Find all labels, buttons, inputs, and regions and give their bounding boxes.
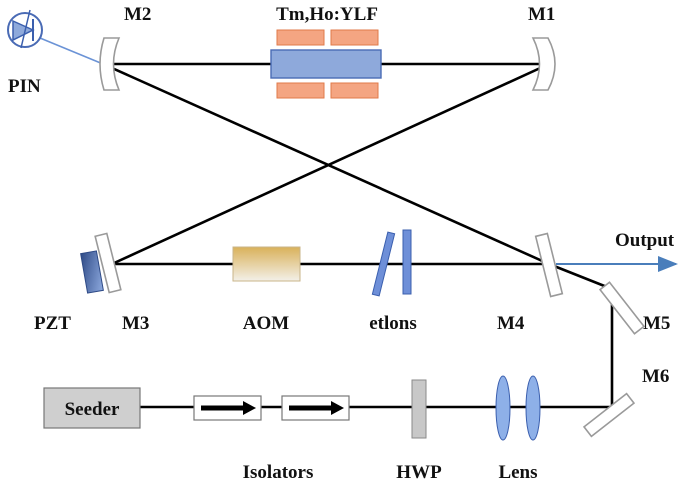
label-m5: M5 <box>643 313 670 334</box>
crystal-assembly <box>270 29 382 99</box>
label-m4: M4 <box>497 313 525 334</box>
label-output: Output <box>615 230 675 251</box>
pump-pad-top-right <box>330 29 379 46</box>
lens-1 <box>495 375 511 441</box>
pump-pad-top-left <box>276 29 325 46</box>
mirror-m1 <box>531 37 556 91</box>
photodiode-icon <box>7 9 43 49</box>
hwp-plate <box>411 379 427 439</box>
label-pin: PIN <box>8 76 41 97</box>
seeder-box <box>43 387 141 429</box>
label-m6: M6 <box>642 366 669 387</box>
label-aom: AOM <box>243 313 290 334</box>
label-pzt: PZT <box>34 313 71 334</box>
etalon-upright <box>402 229 412 295</box>
mirror-m3 <box>94 232 122 294</box>
label-etalons: etlons <box>369 313 417 334</box>
right-arrow-icon <box>289 401 344 415</box>
crystal-rod <box>270 49 382 79</box>
label-m3: M3 <box>122 313 149 334</box>
beam-m4-m5 <box>548 262 613 291</box>
pump-pad-bottom-right <box>330 82 379 99</box>
label-lens: Lens <box>498 462 537 483</box>
label-m2: M2 <box>124 4 151 25</box>
label-isolators: Isolators <box>243 462 314 483</box>
beam-pin-leak <box>39 37 104 65</box>
label-m1: M1 <box>528 4 555 25</box>
mirror-m6 <box>582 392 636 438</box>
pzt-block <box>80 250 104 294</box>
label-hwp: HWP <box>396 462 442 483</box>
mirror-m5 <box>598 281 646 335</box>
label-crystal: Tm,Ho:YLF <box>276 4 378 25</box>
isolator-1 <box>193 395 262 421</box>
right-arrow-icon <box>201 401 256 415</box>
mirror-m2 <box>99 37 121 91</box>
isolator-2 <box>281 395 350 421</box>
aom-block <box>232 246 301 282</box>
etalon-tilted <box>371 231 396 297</box>
beam-m1-m3 <box>111 62 550 266</box>
lens-2 <box>525 375 541 441</box>
mirror-m4 <box>534 232 564 298</box>
beam-m2-m4 <box>102 62 550 266</box>
pump-pad-bottom-left <box>276 82 325 99</box>
seeder-label: Seeder <box>65 399 120 420</box>
